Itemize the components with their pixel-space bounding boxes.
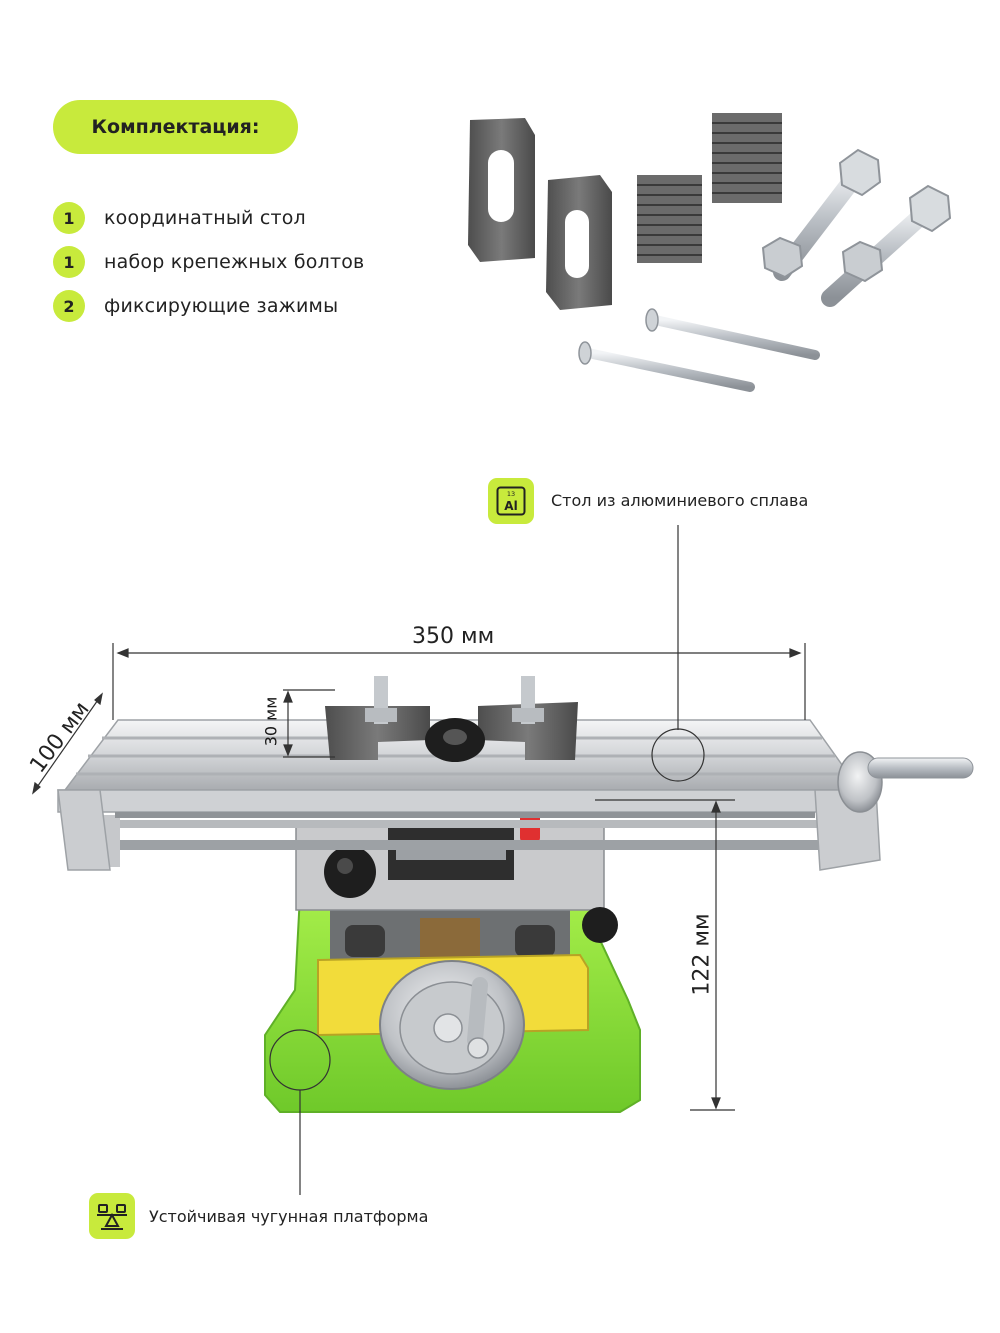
- element-symbol: Al: [504, 499, 517, 513]
- dimension-lines: [32, 525, 806, 1195]
- kit-list-item: 1 координатный стол: [53, 196, 364, 240]
- element-number: 13: [507, 490, 515, 498]
- kit-list-item: 2 фиксирующие зажимы: [53, 284, 364, 328]
- y-axis-handwheel: [379, 960, 525, 1090]
- scale-platform-glyph: [97, 1204, 127, 1230]
- aluminum-element-glyph: 13 Al: [496, 486, 526, 516]
- serrated-block-1: [637, 175, 702, 263]
- kit-qty-badge: 1: [53, 246, 85, 278]
- kit-qty-badge: 1: [53, 202, 85, 234]
- kit-item-label: набор крепежных болтов: [104, 251, 365, 273]
- middle-carriage: [295, 812, 618, 958]
- kit-list-item: 1 набор крепежных болтов: [53, 240, 364, 284]
- kit-qty-badge: 2: [53, 290, 85, 322]
- serrated-block-2: [712, 113, 782, 203]
- clamp-plate-2: [546, 175, 612, 310]
- pins-group: [578, 308, 820, 392]
- clamp-height-dimension-label: 30 мм: [261, 696, 281, 747]
- x-axis-handle: [837, 751, 974, 813]
- length-dimension-label: 350 мм: [412, 624, 495, 649]
- height-dimension-label: 122 мм: [689, 913, 715, 996]
- kit-item-label: фиксирующие зажимы: [104, 295, 339, 317]
- scale-platform-icon: [89, 1193, 135, 1239]
- pin-2: [578, 341, 755, 392]
- clamp-plate-1: [468, 118, 535, 262]
- hex-bolt-2: [821, 184, 952, 307]
- hex-bolts-group: [761, 148, 952, 307]
- kit-title: Комплектация:: [91, 116, 260, 138]
- kit-list: 1 координатный стол 1 набор крепежных бо…: [53, 196, 364, 328]
- pin-1: [645, 308, 820, 360]
- kit-item-label: координатный стол: [104, 207, 306, 229]
- clamp-plates-group: [468, 113, 782, 310]
- platform-feature-label: Устойчивая чугунная платформа: [149, 1207, 429, 1226]
- kit-title-pill: Комплектация:: [53, 100, 298, 154]
- hex-bolt-1: [761, 148, 882, 281]
- aluminum-feature-label: Стол из алюминиевого сплава: [551, 491, 809, 510]
- table-clamps: [325, 676, 578, 762]
- aluminum-element-icon: 13 Al: [488, 478, 534, 524]
